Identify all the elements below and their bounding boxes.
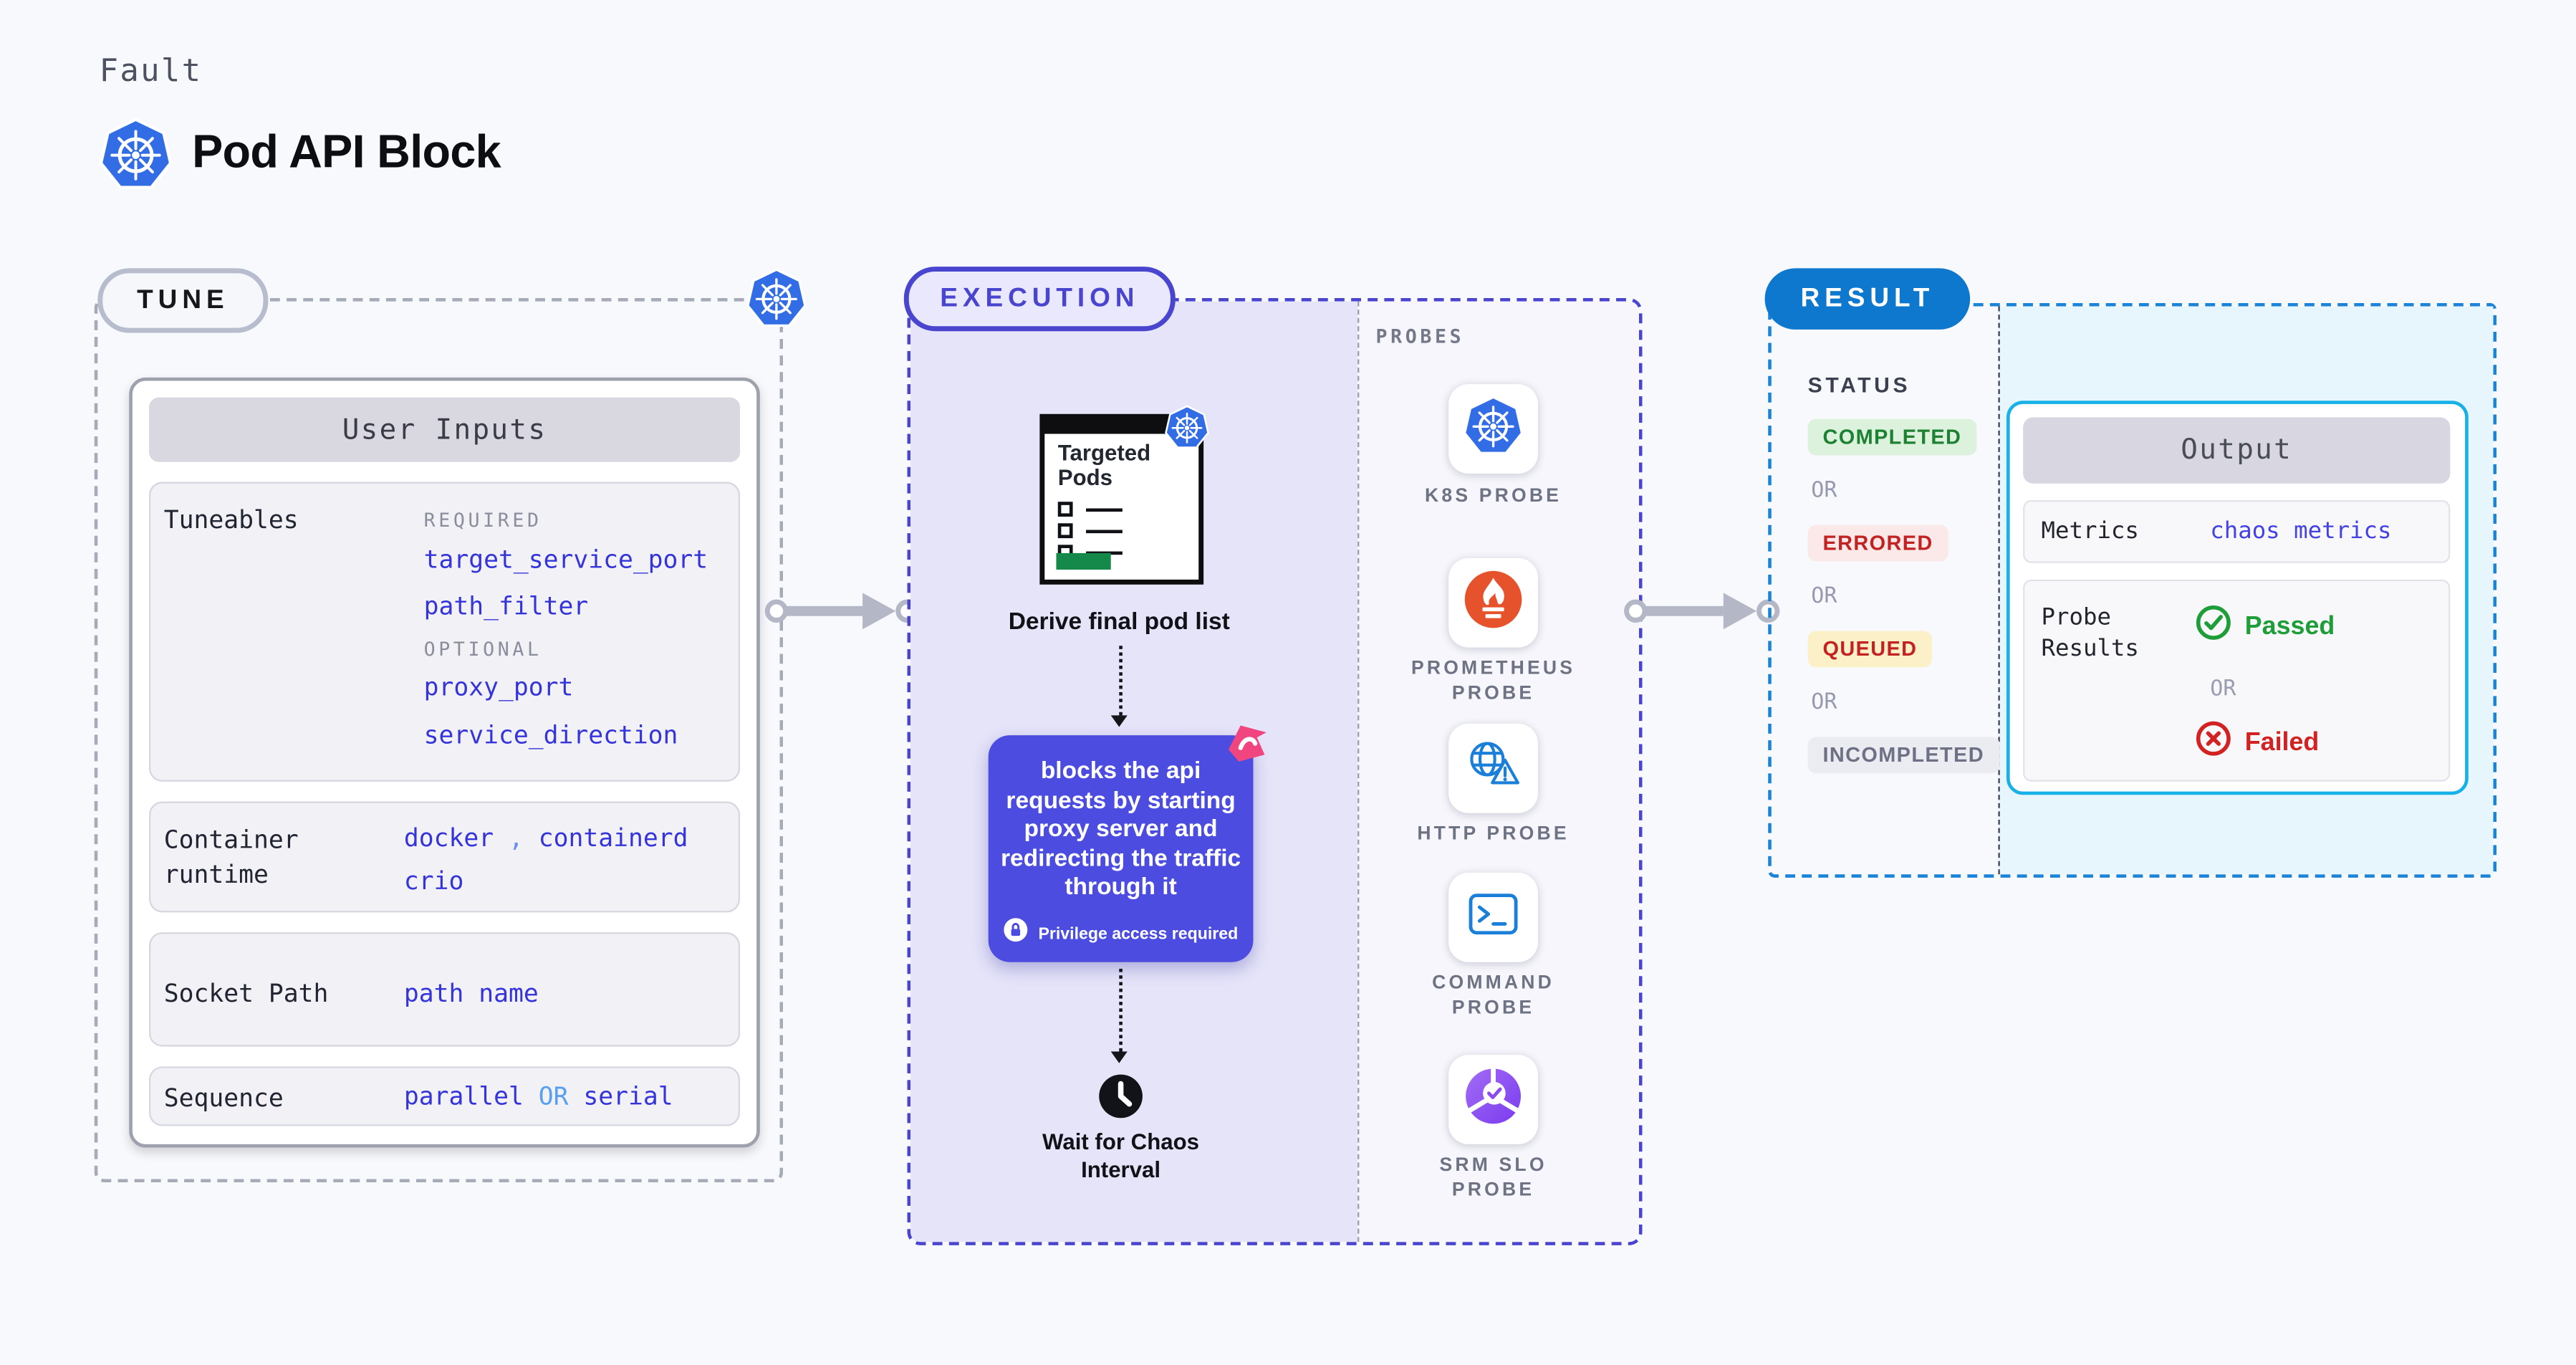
socket-path-value: path name <box>403 978 539 1009</box>
socket-path-row: Socket Path path name <box>148 932 741 1047</box>
tuneable-proxy-port: proxy_port <box>423 672 574 702</box>
tune-pill: TUNE <box>97 268 269 333</box>
output-title: Output <box>2023 417 2451 484</box>
http-probe-card <box>1448 723 1538 813</box>
x-circle-icon <box>2195 720 2231 765</box>
lock-icon <box>1004 917 1029 950</box>
pod-list-item <box>1057 502 1123 517</box>
prometheus-probe-label: PROMETHEUS PROBE <box>1410 658 1576 704</box>
prometheus-probe-card <box>1448 557 1538 648</box>
kubernetes-icon <box>97 116 173 201</box>
sequence-values: parallel OR serial <box>403 1081 673 1111</box>
tuneable-service-direction: service_direction <box>423 720 678 750</box>
status-badge-errored: ERRORED <box>1807 525 1948 562</box>
tuneable-target-service-port: target_service_port <box>423 545 708 575</box>
metrics-row: Metrics chaos metrics <box>2023 499 2451 563</box>
k8s-probe-card <box>1448 384 1538 474</box>
srm-slo-probe-icon <box>1462 1064 1525 1135</box>
arrow-down-icon <box>1110 1051 1128 1063</box>
metrics-label: Metrics <box>2041 518 2139 545</box>
or-separator: OR <box>1811 584 1837 610</box>
arrow-down-icon <box>1110 715 1128 727</box>
container-runtime-label: Container runtime <box>163 824 299 890</box>
derive-pod-list-label: Derive final pod list <box>1008 609 1230 636</box>
container-runtime-crio: crio <box>403 866 464 896</box>
probe-results-label: Probe Results <box>2041 604 2139 663</box>
or-separator: OR <box>1811 690 1837 716</box>
execution-pill: EXECUTION <box>903 267 1176 332</box>
output-card: Output Metrics chaos metrics Probe Resul… <box>2006 401 2469 795</box>
status-header: STATUS <box>1807 372 1911 398</box>
window-title-bar <box>1042 417 1201 434</box>
chaos-arrow-icon <box>1225 720 1269 773</box>
optional-label: OPTIONAL <box>423 637 542 661</box>
result-pill: RESULT <box>1764 268 1971 330</box>
user-inputs-title: User Inputs <box>148 397 741 462</box>
prometheus-probe-icon <box>1462 567 1525 638</box>
srm-slo-probe-label: SRM SLO PROBE <box>1439 1156 1547 1201</box>
wait-chaos-interval-label: Wait for Chaos Interval <box>1042 1129 1200 1182</box>
status-badge-incompleted: INCOMPLETED <box>1807 737 1999 774</box>
targeted-pods-title: Targeted Pods <box>1057 440 1151 491</box>
status-badge-queued: QUEUED <box>1807 631 1933 668</box>
kubernetes-icon <box>1164 404 1211 459</box>
or-separator: OR <box>2210 677 2236 702</box>
http-probe-label: HTTP PROBE <box>1417 824 1570 845</box>
user-inputs-card: User Inputs Tuneables REQUIRED target_se… <box>129 377 760 1148</box>
required-label: REQUIRED <box>423 508 542 532</box>
tuneables-row: Tuneables REQUIRED target_service_port p… <box>148 482 741 782</box>
passed-result: Passed <box>2195 605 2335 649</box>
command-probe-card <box>1448 872 1538 962</box>
k8s-probe-label: K8S PROBE <box>1425 487 1562 507</box>
result-section: STATUS COMPLETED OR ERRORED OR QUEUED OR… <box>1768 302 2497 878</box>
privilege-note: Privilege access required <box>989 917 1254 950</box>
progress-bar <box>1056 552 1111 570</box>
container-runtime-row: Container runtime docker , containerd cr… <box>148 801 741 913</box>
pod-list-item <box>1057 523 1123 539</box>
command-probe-icon <box>1462 882 1525 953</box>
kubernetes-icon <box>745 267 808 337</box>
tune-section <box>94 297 784 1183</box>
check-circle-icon <box>2195 605 2231 649</box>
k8s-probe-icon <box>1462 393 1525 464</box>
metrics-value: chaos metrics <box>2210 518 2392 545</box>
failed-result: Failed <box>2195 720 2319 765</box>
fault-eyebrow: Fault <box>99 52 203 90</box>
tuneable-path-filter: path_filter <box>423 591 589 621</box>
socket-path-label: Socket Path <box>163 978 329 1009</box>
execution-to-result-arrow <box>1624 593 1791 630</box>
flow-connector <box>1119 968 1123 1052</box>
srm-slo-probe-card <box>1448 1055 1538 1144</box>
tuneables-label: Tuneables <box>163 504 299 535</box>
fault-action-card: blocks the api requests by starting prox… <box>988 735 1254 962</box>
sequence-row: Sequence parallel OR serial <box>148 1066 741 1126</box>
http-probe-icon <box>1462 733 1525 804</box>
or-separator: OR <box>1811 478 1837 504</box>
command-probe-label: COMMAND PROBE <box>1432 973 1555 1019</box>
probe-results-row: Probe Results Passed OR Failed <box>2023 579 2451 782</box>
clock-icon <box>1096 1071 1145 1129</box>
status-badge-completed: COMPLETED <box>1807 418 1977 456</box>
flow-connector <box>1119 646 1123 716</box>
page-title: Pod API Block <box>192 125 501 178</box>
container-runtime-values: docker , containerd <box>403 823 688 853</box>
sequence-label: Sequence <box>163 1083 284 1113</box>
probes-header: PROBES <box>1375 324 1465 348</box>
fault-action-text: blocks the api requests by starting prox… <box>1000 758 1241 901</box>
